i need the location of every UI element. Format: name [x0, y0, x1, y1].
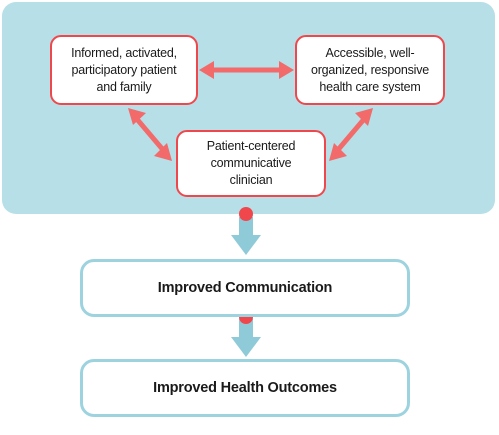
node-clinician-label: Patient-centered communicative clinician: [206, 139, 296, 187]
node-health-care-system: Accessible, well- organized, responsive …: [295, 35, 445, 105]
node-system-label: Accessible, well- organized, responsive …: [310, 45, 430, 94]
arrow-patient-system: [199, 61, 294, 79]
node-clinician: Patient-centered communicative clinician: [176, 130, 326, 197]
outcome-improved-health: Improved Health Outcomes: [80, 359, 410, 417]
flow-arrow-to-communication: [231, 207, 261, 255]
arrow-system-clinician: [329, 108, 373, 161]
flow-arrow-to-health: [231, 310, 261, 357]
node-patient-family: Informed, activated, participatory patie…: [50, 35, 198, 105]
node-patient-label: Informed, activated, participatory patie…: [71, 45, 177, 94]
outcome-communication-label: Improved Communication: [157, 280, 333, 296]
arrow-patient-clinician: [128, 108, 172, 161]
outcome-health-label: Improved Health Outcomes: [153, 380, 337, 396]
outcome-improved-communication: Improved Communication: [80, 259, 410, 317]
